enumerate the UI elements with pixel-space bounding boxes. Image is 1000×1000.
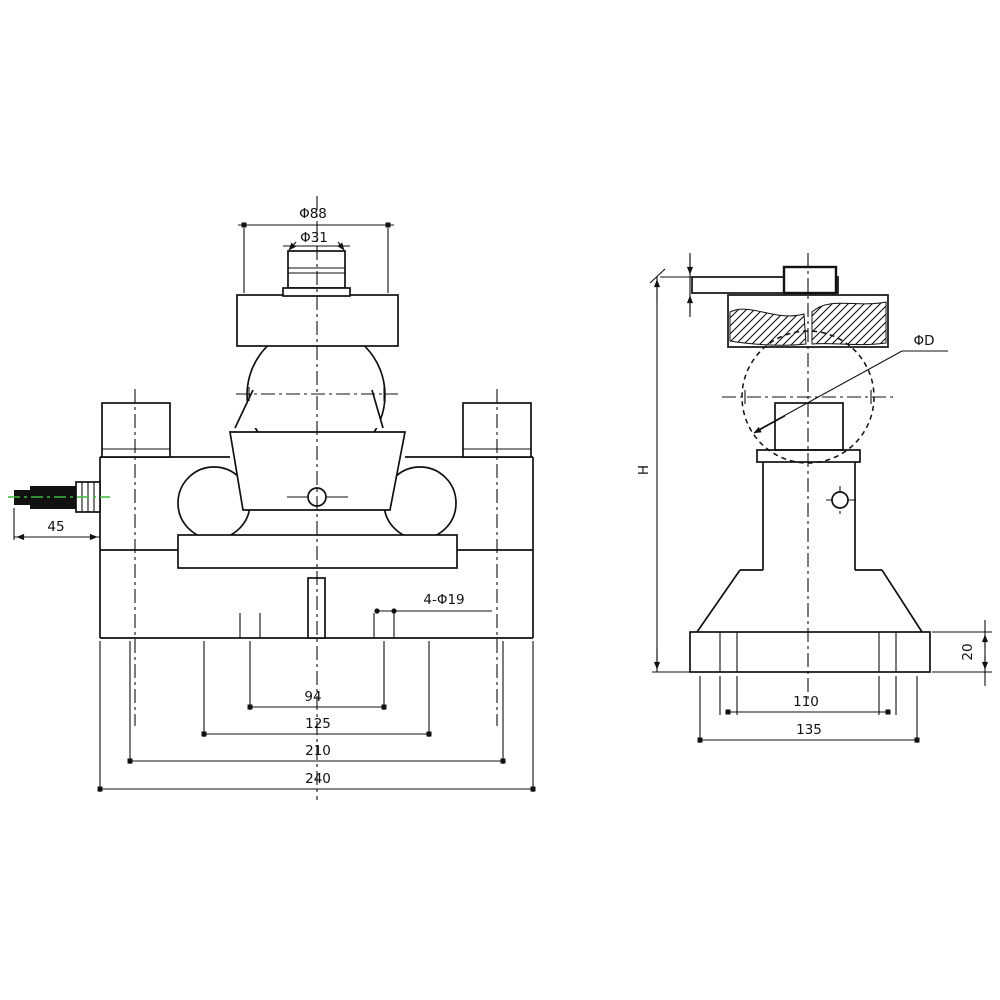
boss-left [101,402,171,458]
dim-210-label: 210 [305,743,331,759]
dim-4xphi19-label: 4-Φ19 [423,592,464,608]
dim-240-label: 240 [305,771,331,787]
dim-phi88-label: Φ88 [299,206,327,222]
dim-phi31-label: Φ31 [300,230,328,246]
dim-terminator [241,222,247,228]
dim-20-label: 20 [960,643,976,660]
dim-phi88: Φ88 [238,206,394,293]
front-view: Φ88 Φ31 45 4-Φ19 [8,196,536,800]
dim-phi31: Φ31 [283,230,350,251]
dim-terminator [426,731,432,737]
dim-phiD-label: ΦD [913,333,934,349]
dim-H-extensions [652,276,692,673]
dim-20-extensions [932,631,992,673]
callout-phiD: ΦD [753,333,948,434]
hatch-section-right [811,301,887,346]
dim-terminator [725,709,731,715]
ball-centerline-ticks-side [744,390,872,404]
dim-135: 135 [697,722,920,743]
phiD-arrow [753,415,786,434]
ball-seat-mask [235,390,383,428]
gland-body [30,486,76,509]
dim-phi88-extensions [243,228,389,293]
dim-45-label: 45 [47,519,64,535]
dim-240: 240 [97,771,536,792]
mount-hole-lines [239,613,395,638]
side-bottom-extension-lines [699,676,918,743]
dim-94-label: 94 [304,689,321,705]
dim-terminator [914,737,920,743]
dim-H-label: H [636,465,652,475]
hatch-section-left [729,308,807,346]
bottom-extension-lines [99,641,534,792]
dim-terminator [127,758,133,764]
dim-H-oblique-tick [649,268,666,284]
dim-terminator [500,758,506,764]
dim-125: 125 [201,716,432,737]
dim-110: 110 [725,694,891,715]
dim-terminator [97,786,103,792]
dim-terminator [201,731,207,737]
dim-94: 94 [247,689,387,710]
base-flange-side [689,631,931,673]
dim-terminator [885,709,891,715]
cable-stub [14,490,30,505]
leader-dot [374,608,380,614]
side-pin-hole [831,491,849,509]
top-boss-side [782,265,838,295]
dim-H: H [636,268,692,673]
dim-20: 20 [932,620,992,686]
ball-seat-sides [234,389,384,429]
dim-terminator [697,737,703,743]
dim-terminator [247,704,253,710]
callout-4xphi19: 4-Φ19 [374,592,492,614]
dim-terminator [385,222,391,228]
dim-45: 45 [13,508,100,541]
dim-terminator [381,704,387,710]
dim-135-label: 135 [796,722,822,738]
dim-210: 210 [127,743,506,764]
side-view: H ΦD 20 110 [636,253,992,743]
phiD-leader-diagonal [759,350,903,430]
cable-gland [8,481,110,513]
ball-centerline-ticks [248,387,385,401]
dim-phi31-arrow-left [288,241,297,251]
dim-phi31-arrow-right [337,241,345,251]
dim-terminator [530,786,536,792]
dim-125-label: 125 [305,716,331,732]
base-hole-lines [719,632,897,672]
column-and-shoulders [696,462,923,633]
leader-dot [391,608,397,614]
dim-110-label: 110 [793,694,819,710]
